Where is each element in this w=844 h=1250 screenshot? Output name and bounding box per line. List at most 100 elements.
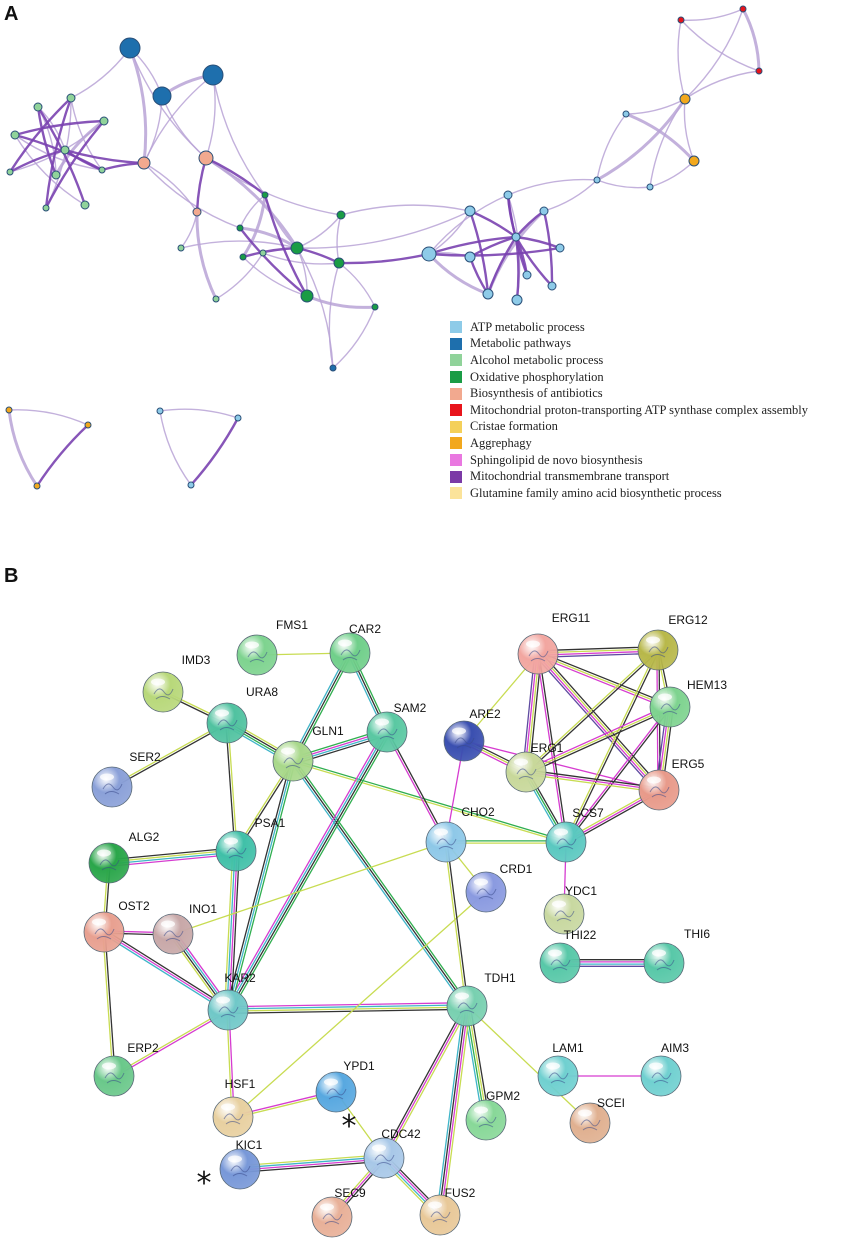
protein-sphere — [142, 671, 184, 713]
protein-node[interactable]: FMS1 — [236, 618, 308, 676]
legend-label: Metabolic pathways — [470, 336, 572, 351]
protein-node[interactable]: GLN1 — [272, 724, 344, 782]
interaction-edge — [446, 841, 469, 1006]
protein-node[interactable]: THI22 — [539, 928, 597, 984]
protein-node[interactable]: ERG1 — [505, 741, 564, 793]
protein-node[interactable]: ALG2 — [88, 830, 160, 884]
protein-node[interactable]: THI6 — [643, 927, 710, 984]
sphere-highlight — [375, 718, 389, 726]
enrichment-node — [156, 407, 164, 415]
interaction-edge — [292, 760, 468, 1007]
protein-label: ALG2 — [129, 830, 160, 844]
interaction-edge — [225, 723, 236, 852]
protein-node[interactable]: FUS2 — [419, 1186, 476, 1236]
protein-sphere — [219, 1148, 261, 1190]
interaction-edge — [228, 1008, 468, 1014]
protein-node[interactable]: SCS7 — [545, 806, 604, 863]
network-edge — [70, 47, 131, 99]
network-edge — [8, 409, 89, 426]
protein-node[interactable]: LAM1 — [537, 1041, 584, 1097]
network-edge — [143, 162, 241, 229]
protein-node[interactable]: ARE2 — [443, 707, 501, 762]
protein-node[interactable]: AIM3 — [640, 1041, 689, 1097]
network-edge — [180, 211, 198, 249]
network-edge — [328, 262, 340, 369]
protein-sphere — [643, 942, 685, 984]
network-edge — [128, 47, 148, 164]
protein-node[interactable]: TDH1 — [446, 971, 516, 1027]
panel-a-label: A — [4, 3, 19, 25]
protein-node[interactable]: GPM2 — [465, 1089, 520, 1141]
protein-node[interactable]: KIC1 — [219, 1138, 263, 1190]
protein-node[interactable]: ERG12 — [637, 613, 708, 671]
enrichment-node — [333, 257, 345, 269]
enrichment-node — [202, 64, 224, 86]
interaction-edge — [537, 653, 671, 708]
protein-structure-glyph — [104, 1072, 125, 1084]
protein-structure-glyph — [430, 1211, 451, 1223]
protein-label: INO1 — [189, 902, 217, 916]
legend-item: Glutamine family amino acid biosynthetic… — [450, 485, 808, 502]
interaction-edge — [381, 1004, 466, 1158]
network-edge — [195, 157, 208, 213]
enrichment-node — [646, 183, 654, 191]
protein-node[interactable]: CHO2 — [425, 805, 495, 863]
network-edge — [195, 211, 218, 300]
protein-node[interactable]: CAR2 — [329, 622, 381, 674]
protein-sphere — [425, 821, 467, 863]
protein-structure-glyph — [99, 859, 120, 871]
network-edge — [263, 194, 309, 297]
protein-structure-glyph — [648, 646, 669, 658]
protein-node[interactable]: YDC1 — [543, 884, 597, 935]
protein-node[interactable]: URA8 — [206, 685, 278, 744]
legend-item: Biosynthesis of antibiotics — [450, 385, 808, 402]
network-edge — [427, 252, 489, 296]
protein-node[interactable]: OST2 — [83, 899, 150, 953]
protein-node[interactable]: HSF1 — [212, 1077, 256, 1138]
protein-structure-glyph — [580, 1119, 601, 1131]
protein-structure-glyph — [283, 757, 304, 769]
interaction-edge — [383, 1005, 468, 1159]
sphere-highlight — [452, 727, 466, 735]
protein-node[interactable]: SCEI — [569, 1096, 625, 1144]
protein-node[interactable]: CRD1 — [465, 862, 533, 913]
enrichment-node — [192, 207, 202, 217]
protein-node[interactable]: HEM13 — [649, 678, 727, 728]
enrichment-node — [259, 249, 267, 257]
network-edge — [64, 148, 145, 165]
protein-node[interactable]: IMD3 — [142, 653, 211, 713]
protein-node[interactable]: ERP2 — [93, 1041, 159, 1097]
protein-structure-glyph — [528, 650, 549, 662]
protein-node[interactable]: INO1 — [152, 902, 217, 955]
protein-node[interactable]: SEC9 — [311, 1186, 366, 1238]
protein-node[interactable]: KAR2 — [207, 971, 256, 1031]
enrichment-node — [329, 364, 337, 372]
interaction-edge — [228, 732, 389, 1011]
network-edge — [543, 179, 598, 212]
protein-structure-glyph — [556, 838, 577, 850]
sphere-highlight — [554, 828, 568, 836]
legend-item: Alcohol metabolic process — [450, 352, 808, 369]
protein-label: OST2 — [118, 899, 150, 913]
network-edge — [36, 106, 58, 176]
enrichment-node — [522, 270, 532, 280]
legend-label: Biosynthesis of antibiotics — [470, 386, 603, 401]
protein-node[interactable]: PSA1 — [215, 816, 286, 872]
protein-structure-glyph — [374, 1154, 395, 1166]
protein-label: FMS1 — [276, 618, 308, 632]
interaction-edge — [526, 708, 672, 775]
protein-node[interactable]: ERG11 — [517, 611, 591, 675]
protein-sphere — [212, 1096, 254, 1138]
network-edge — [14, 119, 105, 137]
protein-node[interactable]: ERG5 — [638, 757, 705, 811]
protein-node[interactable]: SER2 — [91, 750, 161, 808]
protein-node[interactable]: CDC42 — [363, 1127, 421, 1179]
protein-node[interactable]: YPD1 — [315, 1059, 375, 1113]
interaction-edge — [444, 842, 467, 1007]
enrichment-node — [539, 206, 549, 216]
network-edge — [338, 252, 430, 265]
enrichment-node — [261, 191, 269, 199]
protein-node[interactable]: SAM2 — [366, 701, 427, 753]
